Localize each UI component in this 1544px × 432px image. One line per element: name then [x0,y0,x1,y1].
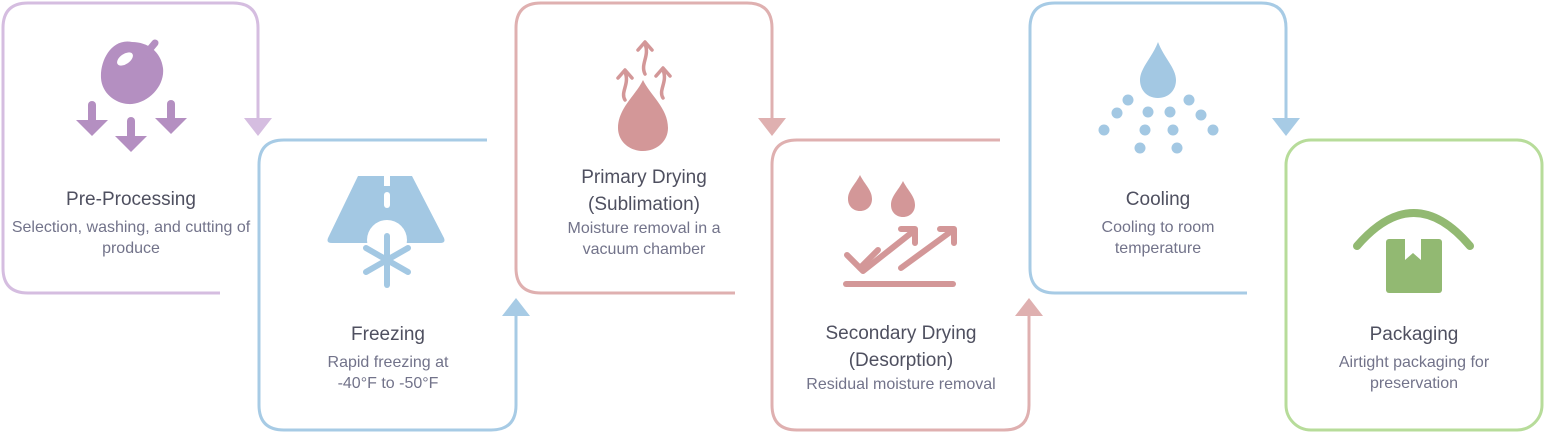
arrow-up-icon [1015,298,1043,316]
package-cover-icon [1353,209,1474,293]
step-pre-processing: Pre-Processing Selection, washing, and c… [6,186,256,259]
water-drop-spray-icon [1098,42,1219,154]
step-description: Selection, washing, and cutting of produ… [11,219,251,257]
arrow-down-icon [758,118,786,136]
step-box-freezing [257,138,518,432]
step-title: Primary Drying (Sublimation) [581,167,707,215]
step-title: Cooling [1125,189,1191,210]
step-box-secondary-drying [770,138,1031,432]
step-description: Residual moisture removal [806,376,996,393]
frozen-road-icon [327,176,445,288]
step-description: Airtight packaging for preservation [1338,354,1490,392]
step-freezing: Freezing Rapid freezing at -40°F to -50°… [263,321,513,394]
step-title: Pre-Processing [66,189,196,210]
fruit-falling-icon [76,39,187,152]
arrow-down-icon [244,118,272,136]
step-packaging: Packaging Airtight packaging for preserv… [1289,321,1539,394]
step-secondary-drying: Secondary Drying (Desorption) Residual m… [776,320,1026,395]
step-title: Freezing [351,324,425,345]
step-box-cooling [1028,1,1288,295]
drops-rising-arrows-icon [843,175,957,287]
step-title: Secondary Drying (Desorption) [825,323,977,371]
step-cooling: Cooling Cooling to room temperature [1033,186,1283,259]
step-box-packaging [1284,138,1544,432]
step-description: Cooling to room temperature [1101,219,1215,257]
step-primary-drying: Primary Drying (Sublimation) Moisture re… [519,164,769,260]
step-description: Moisture removal in a vacuum chamber [567,220,721,258]
arrow-down-icon [1272,118,1300,136]
step-description: Rapid freezing at -40°F to -50°F [327,354,449,392]
arrow-up-icon [502,298,530,316]
step-box-primary-drying [514,1,774,295]
step-title: Packaging [1369,324,1459,345]
drop-evaporation-icon [616,40,672,151]
step-box-pre-processing [1,1,260,295]
